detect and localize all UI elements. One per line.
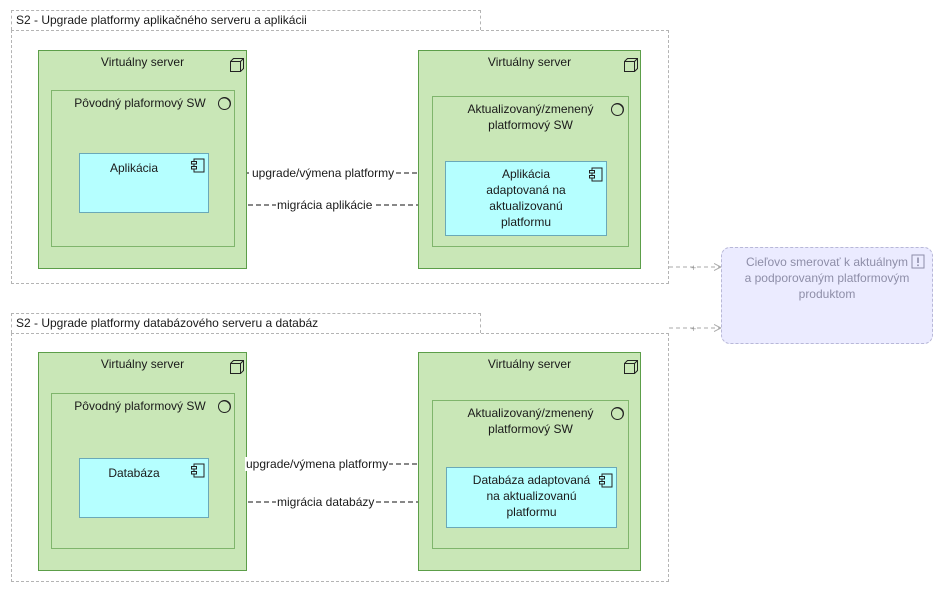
component-bottom-right[interactable]: Databáza adaptovaná na aktualizovanú pla…	[446, 467, 617, 528]
node-icon	[230, 58, 244, 72]
component-top-left[interactable]: Aplikácia	[79, 153, 209, 213]
system-software-icon	[611, 407, 624, 420]
influence-plus-bottom: +	[691, 324, 696, 334]
component-icon	[599, 473, 613, 488]
influence-plus-top: +	[691, 263, 696, 273]
component-bottom-left-label: Databáza	[108, 466, 160, 480]
edge-top-migration-label: migrácia aplikácie	[276, 198, 374, 212]
software-bottom-right-label: Aktualizovaný/zmenený platformový SW	[467, 406, 594, 436]
group-top[interactable]	[11, 30, 669, 284]
node-icon	[230, 360, 244, 374]
software-bottom-left-label: Pôvodný plaformový SW	[74, 399, 206, 413]
component-top-right-label: Aplikácia adaptovaná na aktualizovanú pl…	[486, 167, 566, 229]
group-top-title: S2 - Upgrade platformy aplikačného serve…	[11, 10, 481, 30]
component-bottom-right-label: Databáza adaptovaná na aktualizovanú pla…	[472, 473, 591, 519]
group-top-title-text: S2 - Upgrade platformy aplikačného serve…	[16, 13, 307, 27]
system-software-icon	[218, 97, 231, 110]
goal-element[interactable]: Cieľovo smerovať k aktuálnym a podporova…	[721, 247, 933, 344]
component-icon	[589, 167, 603, 182]
node-icon	[624, 360, 638, 374]
edge-top-upgrade-label: upgrade/výmena platformy	[251, 166, 396, 180]
goal-text: Cieľovo smerovať k aktuálnym a podporova…	[744, 255, 910, 301]
node-icon	[624, 58, 638, 72]
requirement-warning-icon	[911, 254, 925, 269]
software-top-left-label: Pôvodný plaformový SW	[74, 96, 206, 110]
component-top-left-label: Aplikácia	[109, 161, 159, 175]
component-icon	[191, 463, 205, 478]
group-bottom-title: S2 - Upgrade platformy databázového serv…	[11, 313, 481, 333]
component-top-right[interactable]: Aplikácia adaptovaná na aktualizovanú pl…	[445, 161, 607, 236]
node-bottom-left-title: Virtuálny server	[100, 357, 185, 371]
node-bottom-right-title: Virtuálny server	[487, 357, 572, 371]
edge-bottom-migration-label: migrácia databázy	[276, 495, 376, 509]
component-bottom-left[interactable]: Databáza	[79, 458, 209, 518]
system-software-icon	[218, 400, 231, 413]
edge-bottom-upgrade-label: upgrade/výmena platformy	[245, 457, 390, 471]
node-top-right-title: Virtuálny server	[487, 55, 572, 69]
software-top-right-label: Aktualizovaný/zmenený platformový SW	[467, 102, 594, 132]
system-software-icon	[611, 103, 624, 116]
group-bottom-title-text: S2 - Upgrade platformy databázového serv…	[16, 316, 319, 330]
node-top-left-title: Virtuálny server	[100, 55, 185, 69]
group-bottom[interactable]	[11, 333, 669, 582]
component-icon	[191, 158, 205, 173]
